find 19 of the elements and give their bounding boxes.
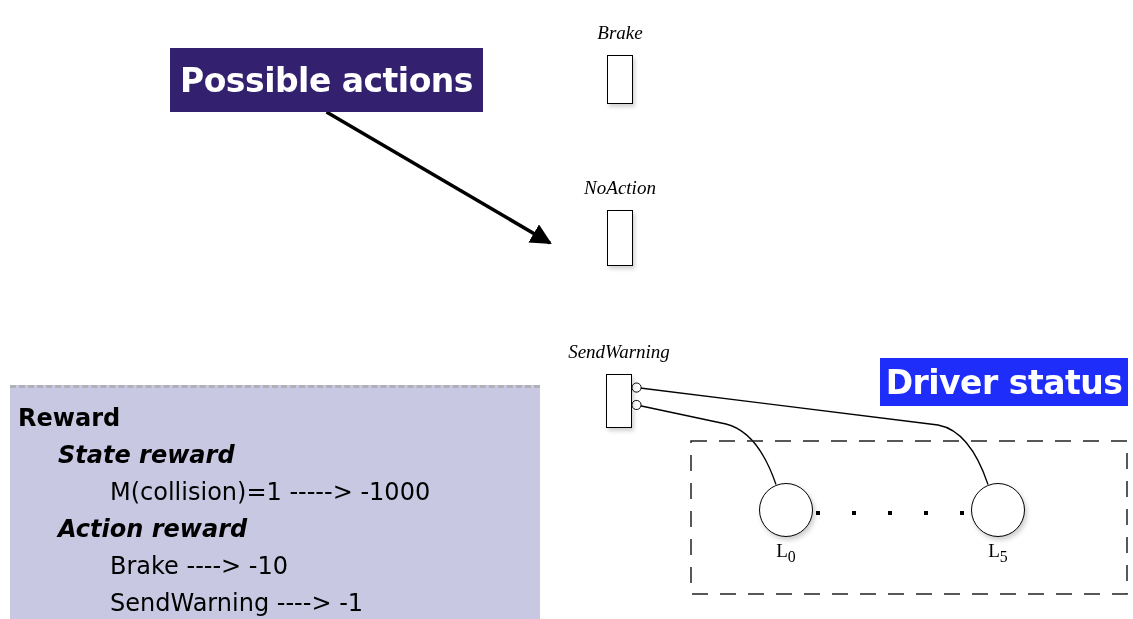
section-heading: Action reward (58, 514, 248, 545)
action-label: NoAction (584, 177, 656, 199)
banner-title: Possible actions (180, 60, 473, 100)
dashed-group-box (690, 440, 1128, 595)
title-banner (170, 48, 483, 112)
level-label: L$_{0}$ (776, 540, 796, 566)
arrow (325, 110, 552, 245)
reward-rule: Brake ----> -10 (110, 551, 289, 582)
connector-line (631, 399, 777, 486)
section-heading: Reward (18, 403, 121, 434)
reward-panel (10, 385, 540, 619)
section-heading: State reward (58, 440, 235, 471)
reward-rule: M(collision)=1 -----> -1000 (110, 477, 431, 508)
connector-line (631, 382, 989, 486)
action-label: Brake (597, 22, 643, 44)
banner-title: Driver status (885, 362, 1123, 402)
level-label: L$_{5}$ (988, 540, 1008, 566)
action-label: SendWarning (568, 341, 670, 363)
reward-rule: SendWarning ----> -1 (110, 588, 364, 619)
